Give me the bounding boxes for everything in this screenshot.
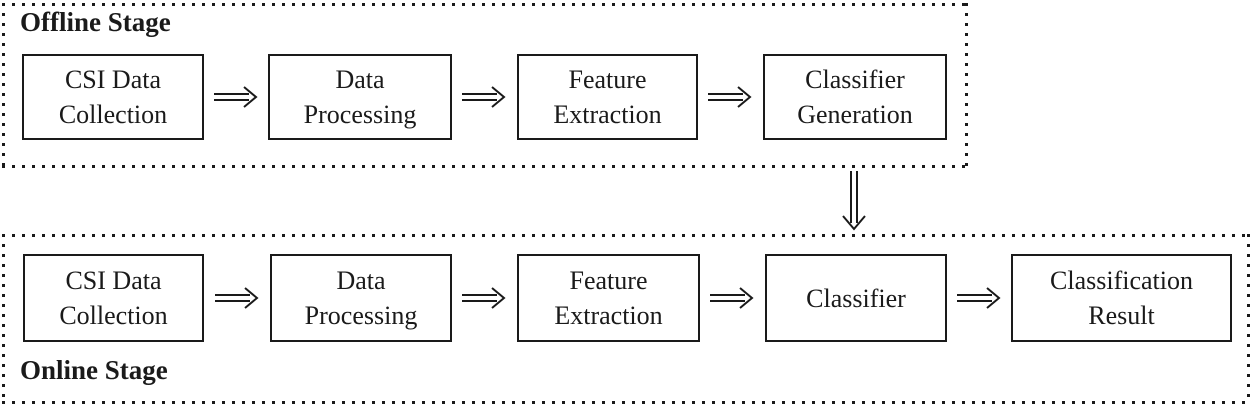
box-label-line: Collection (59, 301, 168, 330)
offline-border-right (965, 3, 968, 168)
box-label-line: Collection (58, 100, 168, 129)
offline-border-bottom (2, 165, 968, 168)
double-arrow-right-icon (956, 285, 1002, 311)
online-stage-label: Online Stage (20, 355, 168, 385)
box-label-line: Extraction (553, 100, 662, 129)
offline-box-csi-data-collection: CSI Data Collection (22, 54, 204, 140)
double-arrow-right-icon (461, 84, 507, 110)
double-arrow-right-icon (213, 84, 259, 110)
offline-stage-label: Offline Stage (20, 7, 171, 37)
online-border-top (2, 234, 1250, 237)
box-label-line: Data (336, 266, 386, 295)
offline-box-data-processing: Data Processing (268, 54, 452, 140)
double-arrow-down-icon (840, 170, 868, 232)
box-label-line: Classification (1050, 266, 1193, 295)
double-arrow-right-icon (707, 84, 753, 110)
offline-border-top (2, 3, 968, 6)
box-label-line: Classifier (806, 283, 906, 313)
box-label-line: Feature (568, 65, 647, 94)
box-label-line: CSI Data (64, 65, 162, 94)
box-label-line: Result (1088, 301, 1155, 330)
online-border-bottom (2, 401, 1250, 404)
box-label-line: Extraction (554, 301, 663, 330)
online-border-right (1247, 234, 1250, 404)
online-box-classifier: Classifier (765, 254, 947, 342)
box-label-line: Classifier (805, 65, 905, 94)
box-label-line: Feature (569, 266, 648, 295)
online-box-csi-data-collection: CSI Data Collection (23, 254, 204, 342)
offline-border-left (2, 3, 5, 168)
online-box-feature-extraction: Feature Extraction (517, 254, 700, 342)
online-box-data-processing: Data Processing (270, 254, 452, 342)
online-border-left (2, 234, 5, 404)
double-arrow-right-icon (461, 285, 507, 311)
box-label-line: Processing (303, 100, 417, 129)
box-label-line: Generation (797, 100, 913, 129)
offline-box-classifier-generation: Classifier Generation (763, 54, 947, 140)
double-arrow-right-icon (709, 285, 755, 311)
online-box-classification-result: Classification Result (1011, 254, 1232, 342)
box-label-line: Processing (304, 301, 418, 330)
box-label-line: CSI Data (65, 266, 162, 295)
double-arrow-right-icon (214, 285, 260, 311)
box-label-line: Data (335, 65, 385, 94)
offline-box-feature-extraction: Feature Extraction (517, 54, 698, 140)
